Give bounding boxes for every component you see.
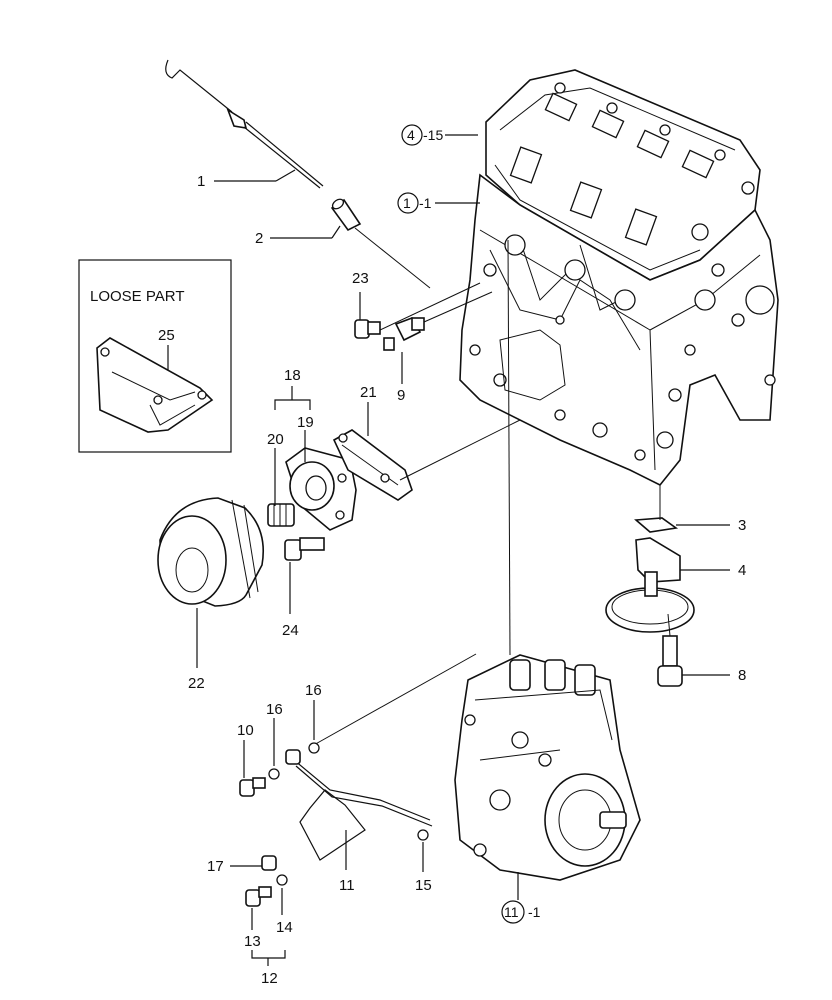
callout-10: 10 <box>237 722 254 739</box>
callout-8: 8 <box>738 667 746 684</box>
callout-15: 15 <box>415 877 432 894</box>
ref-head: 4 -15 <box>401 124 443 146</box>
callout-21: 21 <box>360 384 377 401</box>
ref-pump: 11 -1 <box>501 900 541 924</box>
bolt-13 <box>245 886 272 907</box>
oil-strainer-4 <box>605 537 695 633</box>
oil-pipe-11 <box>285 749 433 861</box>
callout-16b: 16 <box>305 682 322 699</box>
ref-block-suffix: -1 <box>419 195 432 211</box>
ref-pump-circle: 11 <box>504 904 519 920</box>
dipstick <box>165 59 324 189</box>
bolt-24 <box>284 537 325 561</box>
callout-25: 25 <box>158 327 175 344</box>
callout-2: 2 <box>255 230 263 247</box>
relief-spring-20 <box>267 503 295 527</box>
callout-14: 14 <box>276 919 293 936</box>
callout-18: 18 <box>284 367 301 384</box>
callout-22: 22 <box>188 675 205 692</box>
gasket-3 <box>634 517 679 533</box>
callout-20: 20 <box>267 431 284 448</box>
cylinder-head <box>485 69 761 281</box>
leader-lines <box>196 134 730 966</box>
nut-17 <box>261 855 277 871</box>
ref-block: 1 -1 <box>397 192 432 214</box>
callout-17: 17 <box>207 858 224 875</box>
filter-bracket-19 <box>285 447 357 531</box>
washer-15 <box>417 829 429 841</box>
callout-1: 1 <box>197 173 205 190</box>
inset-title: LOOSE PART <box>90 288 184 305</box>
washer-16 <box>268 742 320 780</box>
ref-head-circle: 4 <box>407 127 415 143</box>
callout-3: 3 <box>738 517 746 534</box>
callout-11: 11 <box>339 877 355 894</box>
washer-14 <box>276 874 288 886</box>
callout-23: 23 <box>352 270 369 287</box>
callout-19: 19 <box>297 414 314 431</box>
ref-block-circle: 1 <box>403 195 411 211</box>
callout-12: 12 <box>261 970 278 987</box>
cylinder-block <box>459 173 779 487</box>
ref-head-suffix: -15 <box>423 127 443 143</box>
oil-pressure-switch-9 <box>383 317 425 351</box>
bolt-8 <box>657 635 683 687</box>
callout-13: 13 <box>244 933 261 950</box>
bolt-10 <box>239 777 266 797</box>
callout-16a: 16 <box>266 701 283 718</box>
dipstick-guide <box>330 198 362 232</box>
injection-pump <box>454 654 641 881</box>
loose-part-inset: LOOSE PART 25 <box>78 259 232 453</box>
callout-9: 9 <box>397 387 405 404</box>
callout-24: 24 <box>282 622 299 639</box>
ref-pump-suffix: -1 <box>528 904 541 920</box>
gasket-21 <box>332 429 413 501</box>
oil-filter-22 <box>157 497 265 607</box>
plug-23 <box>354 319 381 339</box>
callout-4: 4 <box>738 562 746 579</box>
